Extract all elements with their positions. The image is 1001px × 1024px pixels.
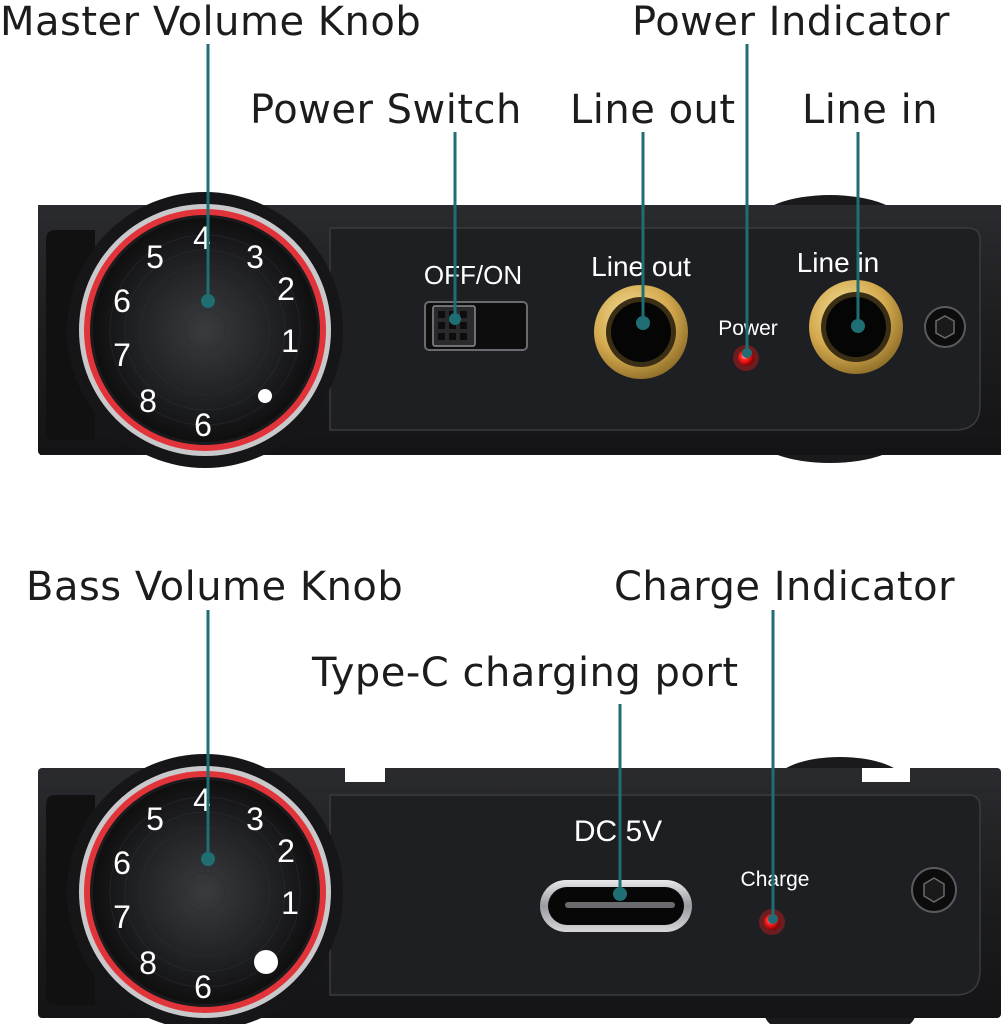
leader-lines	[201, 44, 865, 924]
callout-bass-volume-knob: Bass Volume Knob	[26, 564, 404, 610]
bass-volume-knob[interactable]: 4 3 2 1 5 6 7 8 6	[79, 766, 331, 1018]
knob-dot-icon	[258, 389, 272, 403]
knob-number: 2	[277, 833, 295, 869]
callout-power-switch: Power Switch	[250, 87, 522, 133]
top-device: 4 3 2 1 5 6 7 8 6 OFF/ON Line ou	[38, 192, 1001, 468]
callout-type-c-port: Type-C charging port	[312, 650, 739, 696]
leader-dot	[768, 914, 778, 924]
knob-number: 6	[113, 283, 131, 319]
knob-number: 8	[139, 383, 157, 419]
callout-power-indicator: Power Indicator	[632, 0, 950, 45]
leader-dot	[201, 294, 215, 308]
leader-dot	[636, 316, 650, 330]
knob-number: 8	[139, 945, 157, 981]
line-in-label: Line in	[797, 247, 880, 278]
knob-number: 7	[113, 337, 131, 373]
knob-number: 1	[281, 885, 299, 921]
leader-dot	[742, 348, 752, 358]
bottom-device: 4 3 2 1 5 6 7 8 6 DC 5V Charge	[38, 754, 1001, 1024]
line-out-label: Line out	[591, 251, 691, 282]
knob-number: 6	[194, 407, 212, 443]
leader-dot	[201, 852, 215, 866]
knob-number: 4	[193, 782, 211, 818]
knob-number: 7	[113, 899, 131, 935]
knob-number: 5	[146, 801, 164, 837]
master-volume-knob[interactable]: 4 3 2 1 5 6 7 8 6	[79, 204, 331, 456]
knob-number: 5	[146, 239, 164, 275]
callout-charge-indicator: Charge Indicator	[614, 564, 956, 610]
knob-number: 3	[246, 239, 264, 275]
knob-number: 6	[194, 969, 212, 1005]
callout-line-out: Line out	[570, 87, 736, 133]
line-out-jack[interactable]	[594, 285, 688, 379]
knob-number: 3	[246, 801, 264, 837]
knob-number: 2	[277, 271, 295, 307]
knob-scale: 4 3 2 1 5 6 7 8 6	[113, 220, 299, 443]
dc-label: DC 5V	[574, 815, 662, 848]
type-c-port[interactable]	[540, 880, 692, 932]
knob-number: 1	[281, 323, 299, 359]
leader-dot	[851, 319, 865, 333]
callout-line-in: Line in	[802, 87, 939, 133]
hex-screw-icon	[911, 867, 957, 913]
knob-number: 4	[193, 220, 211, 256]
power-switch[interactable]	[424, 301, 528, 351]
leader-dot	[449, 313, 461, 325]
switch-label: OFF/ON	[424, 260, 522, 290]
hex-screw-icon	[924, 306, 966, 348]
knob-dot-icon	[254, 950, 278, 974]
knob-scale: 4 3 2 1 5 6 7 8 6	[113, 782, 299, 1005]
leader-dot	[613, 887, 627, 901]
knob-number: 6	[113, 845, 131, 881]
callout-master-volume-knob: Master Volume Knob	[0, 0, 422, 45]
charge-label: Charge	[741, 868, 810, 891]
